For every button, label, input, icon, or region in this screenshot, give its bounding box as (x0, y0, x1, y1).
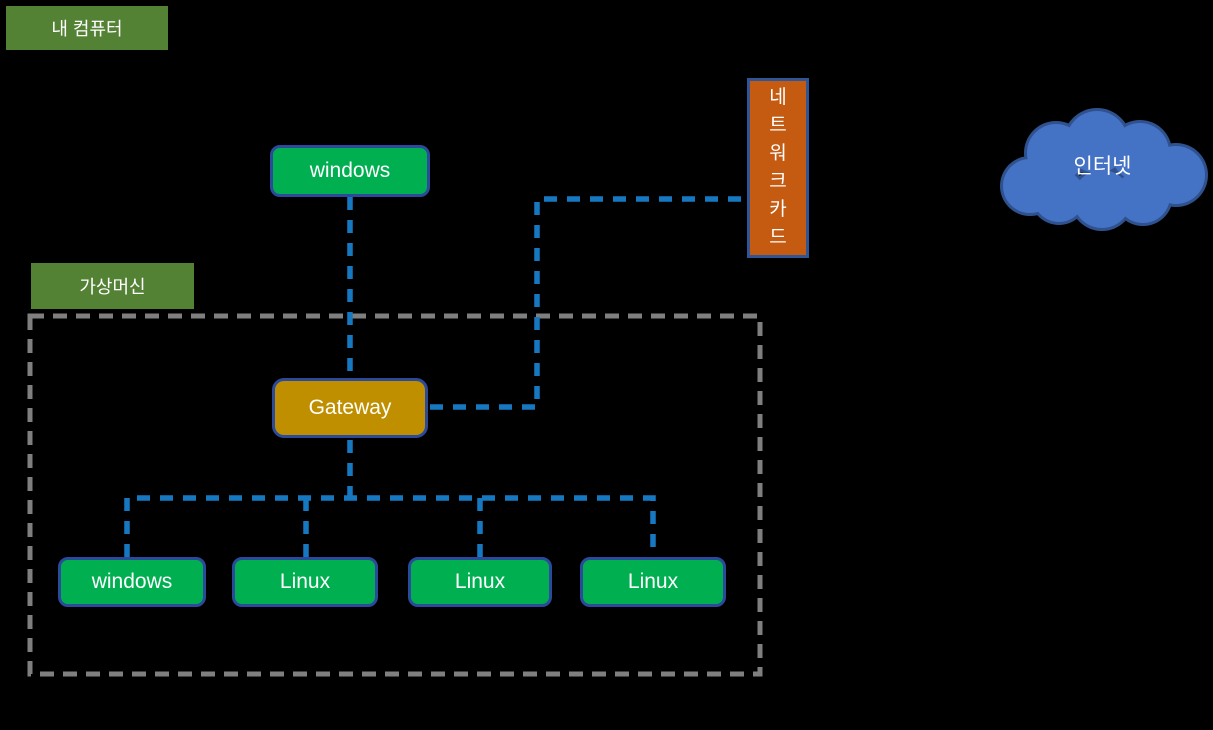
network-card-label: 네트워크카드 (769, 87, 787, 248)
vm-node-linux-2: Linux (408, 557, 552, 607)
connector-gateway-to-vm-nodes (124, 440, 656, 557)
vm-node-windows: windows (58, 557, 206, 607)
node-host-windows: windows (270, 145, 430, 197)
cloud-shape-icon (1000, 108, 1208, 231)
vm-node-linux-3: Linux (580, 557, 726, 607)
my-computer-label: 내 컴퓨터 (6, 6, 168, 50)
internet-label: 인터넷 (1073, 154, 1132, 178)
node-gateway: Gateway (272, 378, 428, 438)
vm-boundary-dashed-rect (27, 313, 763, 677)
virtual-machine-group-label: 가상머신 (31, 263, 194, 309)
node-network-card: 네트워크카드 (747, 78, 809, 258)
cloud-fill (1003, 111, 1205, 228)
connector-gateway-to-network-card (430, 196, 746, 410)
cloud-internet: 인터넷 (992, 104, 1213, 231)
vm-node-linux-1: Linux (232, 557, 378, 607)
